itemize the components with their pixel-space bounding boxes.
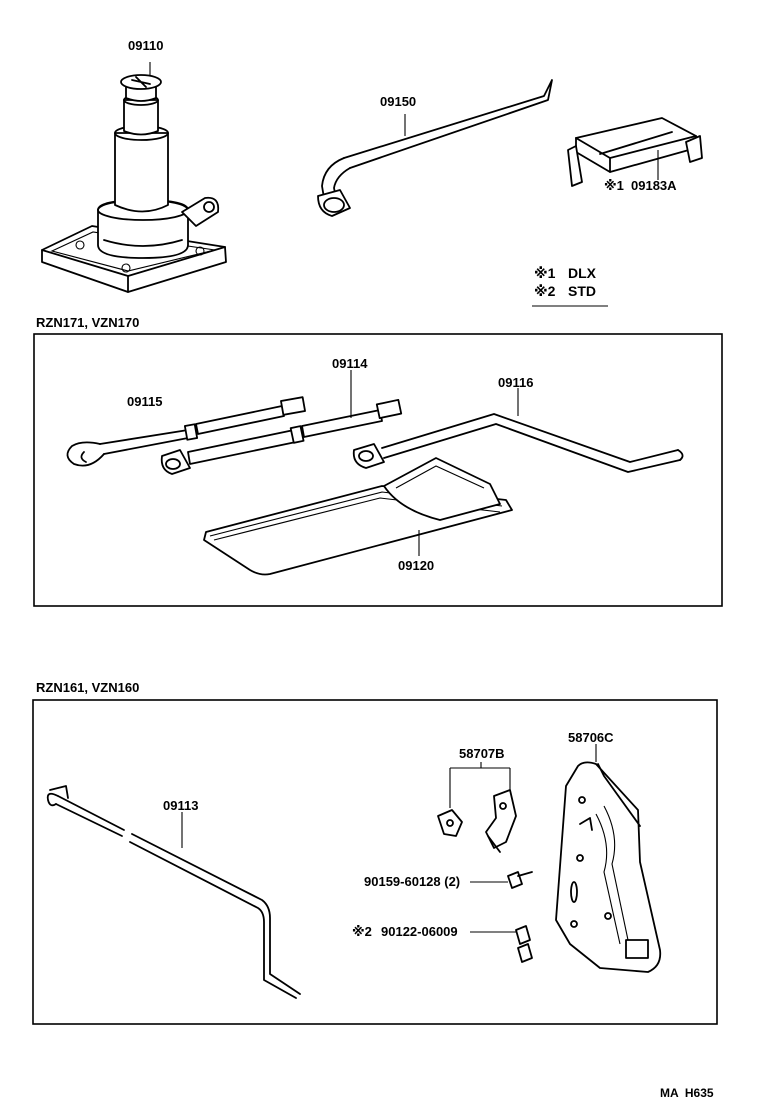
label-wrench: 09150 [380,94,416,109]
label-09114: 09114 [332,356,368,371]
label-bolt: 90159-60128 (2) [364,874,460,889]
label-bracket-mark: ※1 [604,178,624,193]
section1-title: RZN171, VZN170 [36,315,139,330]
legend-text-2: STD [568,283,596,299]
wrench-drawing [317,79,553,217]
bracket-drawing [567,117,703,187]
section1-drawing [66,370,684,576]
section2-frame [32,699,718,1025]
label-58707b: 58707B [459,746,505,761]
label-58706c: 58706C [568,730,614,745]
label-wingnut-mark: ※2 [352,924,372,939]
section1-frame [33,333,723,607]
label-09120: 09120 [398,558,434,573]
label-bracket: 09183A [631,178,677,193]
label-09115: 09115 [127,394,162,409]
label-09116: 09116 [498,375,533,390]
drawing-code: MA H635 [660,1086,714,1100]
label-wingnut: 90122-06009 [381,924,458,939]
legend-mark-1: ※1 [534,265,556,281]
section2-title: RZN161, VZN160 [36,680,139,695]
legend-text-1: DLX [568,265,597,281]
section2-drawing [46,744,662,999]
label-09113: 09113 [163,798,198,813]
label-jack: 09110 [128,38,163,53]
jack-drawing [41,62,227,293]
legend-mark-2: ※2 [534,283,556,299]
